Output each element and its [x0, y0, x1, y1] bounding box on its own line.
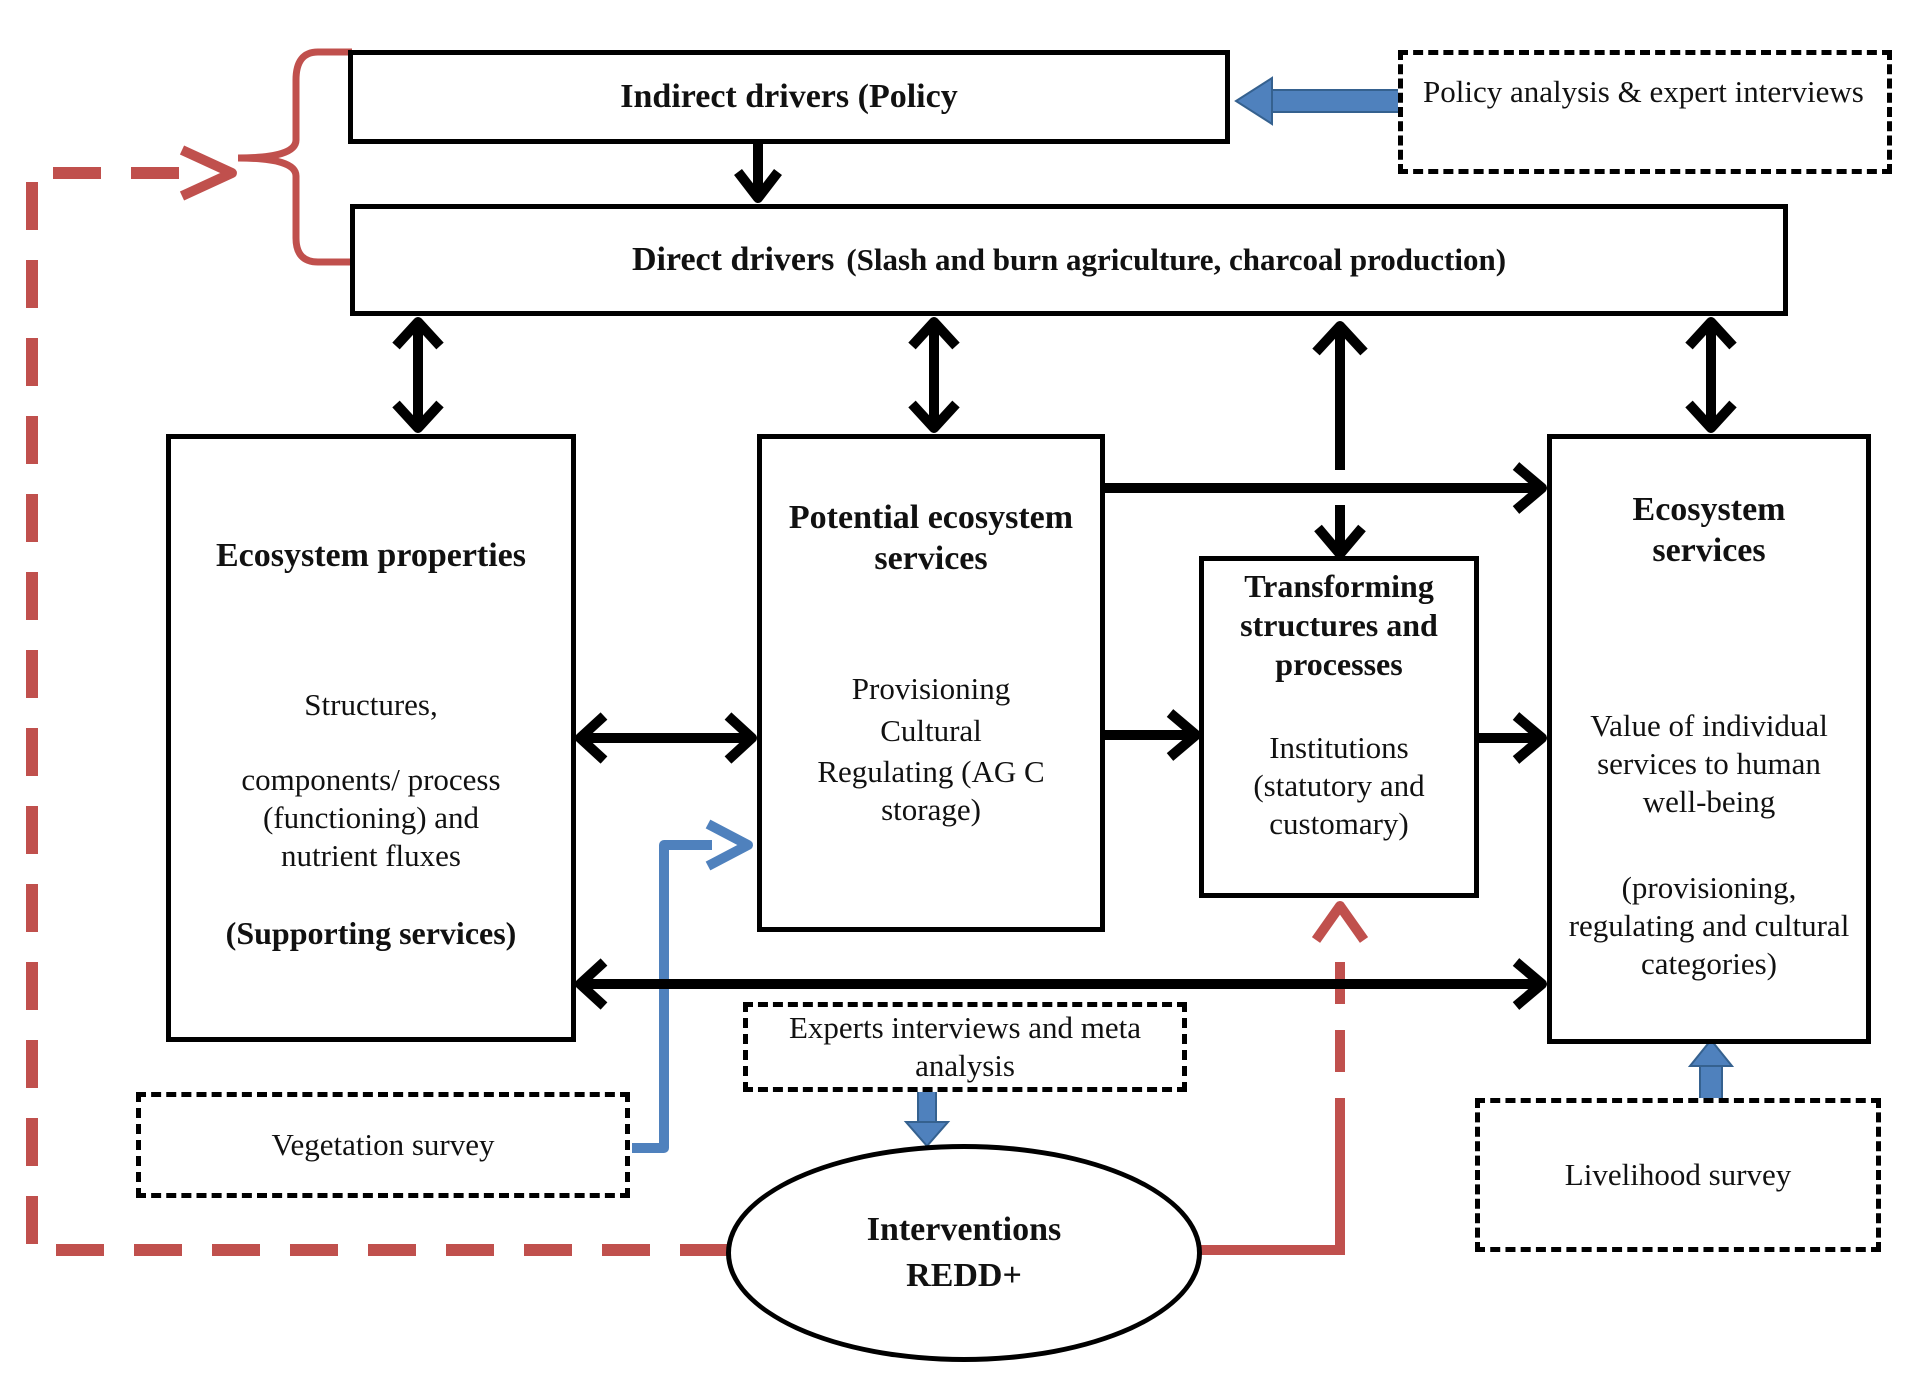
- ecosystem-properties-footer: (Supporting services): [225, 915, 517, 951]
- direct-services-arrowhead-down: [1685, 400, 1737, 433]
- experts-input-arrow-shaft: [917, 1089, 937, 1125]
- policy-analysis-box: Policy analysis & expert interviews: [1398, 50, 1892, 174]
- experts-input-arrowhead: [903, 1121, 951, 1148]
- ecosystem-services-box: Ecosystem services Value of individual s…: [1547, 434, 1871, 1044]
- interventions-to-transforming-link: [1200, 1140, 1345, 1255]
- vegetation-input-arrow: [632, 840, 712, 1153]
- direct-potential-arrowhead-up: [908, 317, 960, 350]
- ecosystem-services-title: Ecosystem services: [1632, 491, 1786, 570]
- indirect-drivers-box: Indirect drivers (Policy: [348, 50, 1230, 144]
- feedback-loop-dashed: [26, 167, 728, 1256]
- transforming-red-arrowhead: [1311, 901, 1369, 943]
- vegetation-survey-label: Vegetation survey: [271, 1127, 495, 1162]
- ecosystem-properties-box: Ecosystem properties Structures, compone…: [166, 434, 576, 1042]
- properties-potential-arrowhead-left: [575, 712, 608, 764]
- interventions-ellipse: Interventions REDD+: [726, 1144, 1202, 1362]
- direct-properties-arrowhead-up: [392, 317, 444, 350]
- ecosystem-properties-line1: Structures,: [304, 687, 438, 722]
- potential-to-transforming-arrowhead: [1166, 709, 1201, 761]
- direct-drivers-detail: (Slash and burn agriculture, charcoal pr…: [846, 242, 1507, 277]
- ecosystem-services-categories: (provisioning, regulating and cultural c…: [1568, 870, 1850, 981]
- to-transforming-arrowhead: [1314, 524, 1366, 559]
- potential-services-item-provisioning: Provisioning: [851, 671, 1011, 706]
- potential-to-services-arrowhead: [1512, 462, 1547, 514]
- transforming-box: Transforming structures and processes In…: [1199, 556, 1479, 898]
- black-arrows: [392, 140, 1737, 1010]
- transforming-to-direct-arrowhead: [1312, 321, 1368, 356]
- potential-services-item-regulating: Regulating (AG C storage): [817, 754, 1045, 827]
- potential-services-item-cultural: Cultural: [880, 713, 982, 748]
- transforming-to-services-arrowhead: [1512, 712, 1547, 764]
- livelihood-input-arrowhead: [1687, 1038, 1735, 1067]
- policy-input-arrowhead: [1234, 76, 1273, 126]
- potential-services-title: Potential ecosystem services: [788, 499, 1074, 578]
- indirect-drivers-label: Indirect drivers (Policy: [620, 78, 958, 115]
- vegetation-survey-box: Vegetation survey: [136, 1092, 630, 1198]
- direct-properties-arrowhead-down: [392, 400, 444, 433]
- interventions-line1: Interventions: [866, 1211, 1062, 1248]
- feedback-arrowhead: [179, 145, 237, 201]
- potential-services-box: Potential ecosystem services Provisionin…: [757, 434, 1105, 932]
- livelihood-survey-label: Livelihood survey: [1564, 1157, 1792, 1192]
- vegetation-input-arrowhead: [705, 819, 753, 871]
- ecosystem-services-body: Value of individual services to human we…: [1590, 708, 1828, 819]
- livelihood-survey-box: Livelihood survey: [1475, 1098, 1881, 1252]
- policy-input-arrow-shaft: [1269, 89, 1403, 113]
- drivers-brace: [237, 48, 352, 266]
- experts-meta-box: Experts interviews and meta analysis: [743, 1002, 1187, 1092]
- livelihood-input-arrow-shaft: [1699, 1061, 1723, 1103]
- properties-services-arrowhead-right: [1512, 958, 1547, 1010]
- transforming-title: Transforming structures and processes: [1240, 568, 1438, 683]
- interventions-line2: REDD+: [906, 1257, 1022, 1294]
- experts-meta-label: Experts interviews and meta analysis: [788, 1010, 1142, 1083]
- direct-potential-arrowhead-down: [908, 400, 960, 433]
- ecosystem-properties-line2: components/ process (functioning) and nu…: [241, 762, 501, 873]
- indirect-to-direct-arrowhead: [734, 168, 782, 203]
- direct-services-arrowhead-up: [1685, 317, 1737, 350]
- transforming-body: Institutions (statutory and customary): [1253, 730, 1425, 841]
- direct-drivers-box: Direct drivers (Slash and burn agricultu…: [350, 204, 1788, 316]
- properties-potential-arrowhead-right: [724, 712, 757, 764]
- properties-services-arrowhead-left: [575, 958, 608, 1010]
- ecosystem-properties-title: Ecosystem properties: [215, 537, 527, 574]
- blue-arrows: [632, 76, 1735, 1153]
- direct-drivers-label: Direct drivers: [631, 241, 835, 278]
- policy-analysis-label: Policy analysis & expert interviews: [1423, 74, 1864, 109]
